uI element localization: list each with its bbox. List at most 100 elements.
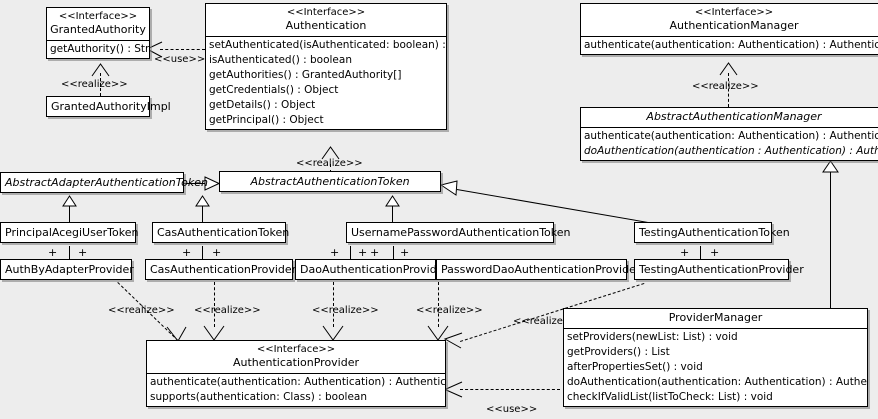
class-member: authenticate(authentication: Authenticat… (584, 130, 878, 142)
class-box-dao-authentication-provider[interactable]: DaoAuthenticationProvider (295, 259, 448, 280)
generalization-line-testingauthenticationtoken (456, 189, 651, 224)
class-name: AuthByAdapterProvider (5, 263, 134, 276)
relationship-label-realize-daoauthenticationprovider: <<realize>> (312, 305, 379, 316)
association-line-upat-passworddao (393, 246, 394, 259)
class-name: AuthenticationManager (669, 19, 799, 32)
class-member: doAuthentication(authentication: Authent… (567, 376, 867, 388)
class-box-authentication-manager[interactable]: <<Interface>> AuthenticationManager auth… (580, 3, 878, 55)
generalization-triangle-abstractauthenticationtoken-left (204, 176, 220, 191)
class-header-cas-authentication-provider: CasAuthenticationProvider (146, 260, 297, 279)
realize-line-casauthenticationprovider (214, 282, 215, 327)
association-plus-marker: + (358, 246, 368, 259)
class-box-abstract-authentication-manager[interactable]: AbstractAuthenticationManager authentica… (580, 107, 878, 161)
class-header-principal-acegi-user-token: PrincipalAcegiUserToken (1, 223, 139, 242)
class-name: TestingAuthenticationProvider (639, 263, 804, 276)
generalization-triangle-adaptertoken (62, 195, 77, 207)
class-name: AbstractAuthenticationManager (646, 110, 822, 123)
class-name: ProviderManager (668, 311, 763, 324)
class-stereotype: <<Interface>> (256, 344, 336, 355)
class-member: authenticate(authentication: Authenticat… (584, 39, 878, 51)
class-name: AbstractAdapterAuthenticationToken (5, 176, 208, 189)
class-name: PasswordDaoAuthenticationProvider (441, 263, 641, 276)
association-plus-marker: + (330, 246, 340, 259)
class-header-username-password-authentication-token: UsernamePasswordAuthenticationToken (347, 223, 571, 242)
class-name: TestingAuthenticationToken (639, 226, 790, 239)
class-box-authentication-provider[interactable]: <<Interface>> AuthenticationProvider aut… (146, 340, 446, 407)
class-member: setProviders(newList: List) : void (567, 331, 738, 343)
class-header-authentication-manager: <<Interface>> AuthenticationManager (581, 4, 878, 36)
class-member: getCredentials() : Object (209, 84, 339, 96)
generalization-triangle-abstractauthenticationtoken-cas (195, 195, 210, 207)
class-box-provider-manager[interactable]: ProviderManager setProviders(newList: Li… (563, 308, 868, 407)
open-arrowhead-grantedauthority-realize (91, 63, 110, 77)
class-box-testing-authentication-provider[interactable]: TestingAuthenticationProvider (634, 259, 804, 280)
class-name: CasAuthenticationProvider (150, 263, 297, 276)
class-members-authentication: setAuthenticated(isAuthenticated: boolea… (206, 36, 446, 129)
class-name: PrincipalAcegiUserToken (5, 226, 139, 239)
class-member: afterPropertiesSet() : void (567, 361, 703, 373)
class-header-granted-authority-impl: GrantedAuthorityImpl (47, 97, 171, 116)
class-header-password-dao-authentication-provider: PasswordDaoAuthenticationProvider (437, 260, 641, 279)
class-box-cas-authentication-provider[interactable]: CasAuthenticationProvider (145, 259, 297, 280)
association-plus-marker: + (182, 246, 192, 259)
generalization-line-providermanager (830, 172, 831, 308)
class-member: getAuthority() : String (50, 43, 149, 55)
realize-line-abstractauthenticationmanager (728, 73, 729, 107)
class-header-authentication-provider: <<Interface>> AuthenticationProvider (147, 341, 445, 373)
realize-line-daoauthenticationprovider (333, 282, 334, 327)
generalization-line-principalacegiusertoken (69, 206, 70, 222)
class-member: getDetails() : Object (209, 99, 316, 111)
relationship-label-realize-testingauthenticationprovider: <<realize>> (513, 316, 580, 327)
class-box-abstract-authentication-token[interactable]: AbstractAuthenticationToken (219, 171, 441, 192)
association-line-principalacegi-authbyadapter (69, 246, 70, 259)
class-member: getPrincipal() : Object (209, 114, 324, 126)
association-plus-marker: + (680, 246, 690, 259)
class-member: doAuthentication(authentication : Authen… (584, 145, 878, 157)
association-plus-marker: + (212, 246, 222, 259)
use-line-providermanager-authenticationprovider (460, 389, 560, 390)
class-header-cas-authentication-token: CasAuthenticationToken (153, 223, 290, 242)
class-box-password-dao-authentication-provider[interactable]: PasswordDaoAuthenticationProvider (436, 259, 641, 280)
relationship-label-realize-authbyadapterprovider: <<realize>> (108, 305, 175, 316)
class-header-abstract-authentication-token: AbstractAuthenticationToken (220, 172, 440, 191)
class-members-granted-authority: getAuthority() : String (47, 40, 149, 58)
class-box-auth-by-adapter-provider[interactable]: AuthByAdapterProvider (0, 259, 134, 280)
class-name: UsernamePasswordAuthenticationToken (351, 226, 571, 239)
class-box-granted-authority[interactable]: <<Interface>> GrantedAuthority getAuthor… (46, 7, 150, 59)
association-line-testing-token-provider (700, 246, 701, 259)
class-name: GrantedAuthorityImpl (51, 100, 171, 113)
realize-line-grantedauthorityimpl (100, 73, 101, 96)
generalization-triangle-abstractauthenticationmanager (822, 160, 839, 173)
class-box-authentication[interactable]: <<Interface>> Authentication setAuthenti… (205, 3, 447, 130)
class-members-authentication-provider: authenticate(authentication: Authenticat… (147, 373, 445, 406)
open-arrowhead-authentication-realize (321, 146, 340, 160)
class-box-cas-authentication-token[interactable]: CasAuthenticationToken (152, 222, 290, 243)
class-stereotype: <<Interface>> (58, 11, 138, 22)
class-box-abstract-adapter-authentication-token[interactable]: AbstractAdapterAuthenticationToken (0, 172, 208, 193)
relationship-label-use-providermanager: <<use>> (486, 404, 538, 415)
use-line-authentication-grantedauthority (160, 49, 205, 50)
class-header-granted-authority: <<Interface>> GrantedAuthority (47, 8, 149, 40)
relationship-label-realize-abstractauthenticationtoken: <<realize>> (296, 158, 363, 169)
class-name: GrantedAuthority (50, 23, 146, 36)
class-name: DaoAuthenticationProvider (300, 263, 448, 276)
relationship-label-realize-abstractauthenticationmanager: <<realize>> (692, 81, 759, 92)
class-box-granted-authority-impl[interactable]: GrantedAuthorityImpl (46, 96, 171, 117)
class-header-testing-authentication-token: TestingAuthenticationToken (635, 223, 790, 242)
association-plus-marker: + (400, 246, 410, 259)
class-name: Authentication (285, 19, 367, 32)
class-box-username-password-authentication-token[interactable]: UsernamePasswordAuthenticationToken (346, 222, 571, 243)
class-header-dao-authentication-provider: DaoAuthenticationProvider (296, 260, 448, 279)
class-header-abstract-authentication-manager: AbstractAuthenticationManager (581, 108, 878, 127)
association-plus-marker: + (370, 246, 380, 259)
open-arrowhead-authenticationprovider-5 (443, 332, 463, 350)
class-name: CasAuthenticationToken (157, 226, 290, 239)
class-member: setAuthenticated(isAuthenticated: boolea… (209, 39, 446, 51)
class-name: AbstractAuthenticationToken (250, 175, 410, 188)
relationship-label-realize-grantedauthorityimpl: <<realize>> (61, 79, 128, 90)
class-header-abstract-adapter-authentication-token: AbstractAdapterAuthenticationToken (1, 173, 208, 192)
class-box-principal-acegi-user-token[interactable]: PrincipalAcegiUserToken (0, 222, 139, 243)
class-box-testing-authentication-token[interactable]: TestingAuthenticationToken (634, 222, 790, 243)
open-arrowhead-authenticationprovider-use (443, 381, 463, 399)
